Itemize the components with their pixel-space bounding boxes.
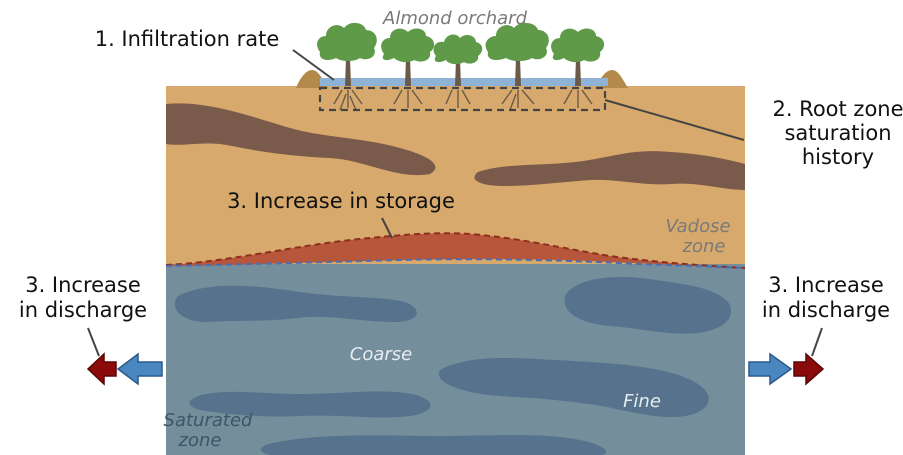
clay-lens (474, 151, 745, 190)
infiltration-water-film (320, 78, 608, 86)
orchard-label: Almond orchard (382, 8, 528, 29)
discharge-left-label-line2: in discharge (19, 298, 147, 322)
discharge-arrow-blue-right (748, 352, 793, 386)
discharge-left-leader-line (87, 327, 100, 357)
coarse-label: Coarse (350, 344, 412, 365)
vadose-label-line1: Vadose (665, 216, 730, 237)
fine-lens (189, 391, 431, 418)
discharge-arrow-red-right (793, 352, 825, 386)
root-zone-label-line2: saturation (784, 121, 891, 145)
almond-tree (433, 34, 483, 108)
water-table-line (166, 258, 745, 269)
fine-lens (174, 285, 417, 322)
almond-tree (381, 28, 435, 108)
discharge-right-label-line1: 3. Increase (768, 273, 884, 297)
discharge-arrow-blue-left (116, 352, 163, 386)
fine-label: Fine (623, 391, 661, 412)
saturated-label-line1: Saturated (164, 410, 253, 431)
almond-tree (485, 22, 549, 111)
infiltration-leader-line (292, 49, 335, 81)
discharge-right-label-line2: in discharge (762, 298, 890, 322)
root-zone-box (318, 86, 607, 112)
vadose-label-line2: zone (682, 236, 726, 257)
discharge-arrow-red-left (86, 352, 117, 386)
almond-tree (551, 28, 605, 108)
storage-mound-top-edge (166, 232, 745, 269)
root-zone-leader-line (604, 99, 745, 141)
clay-lens (166, 103, 436, 176)
fine-lens (438, 358, 709, 418)
infiltration-label: 1. Infiltration rate (95, 27, 280, 51)
discharge-right-leader-line (811, 327, 823, 357)
root-zone-label-line1: 2. Root zone (772, 97, 903, 121)
fine-lens (260, 435, 606, 455)
storage-label: 3. Increase in storage (227, 189, 455, 213)
discharge-left-label-line1: 3. Increase (25, 273, 141, 297)
saturated-label-line2: zone (178, 430, 222, 451)
storage-mound (166, 233, 745, 268)
fine-lens (564, 276, 732, 334)
root-zone-label-line3: history (802, 145, 874, 169)
storage-leader-line (381, 217, 393, 239)
almond-tree (317, 22, 377, 111)
